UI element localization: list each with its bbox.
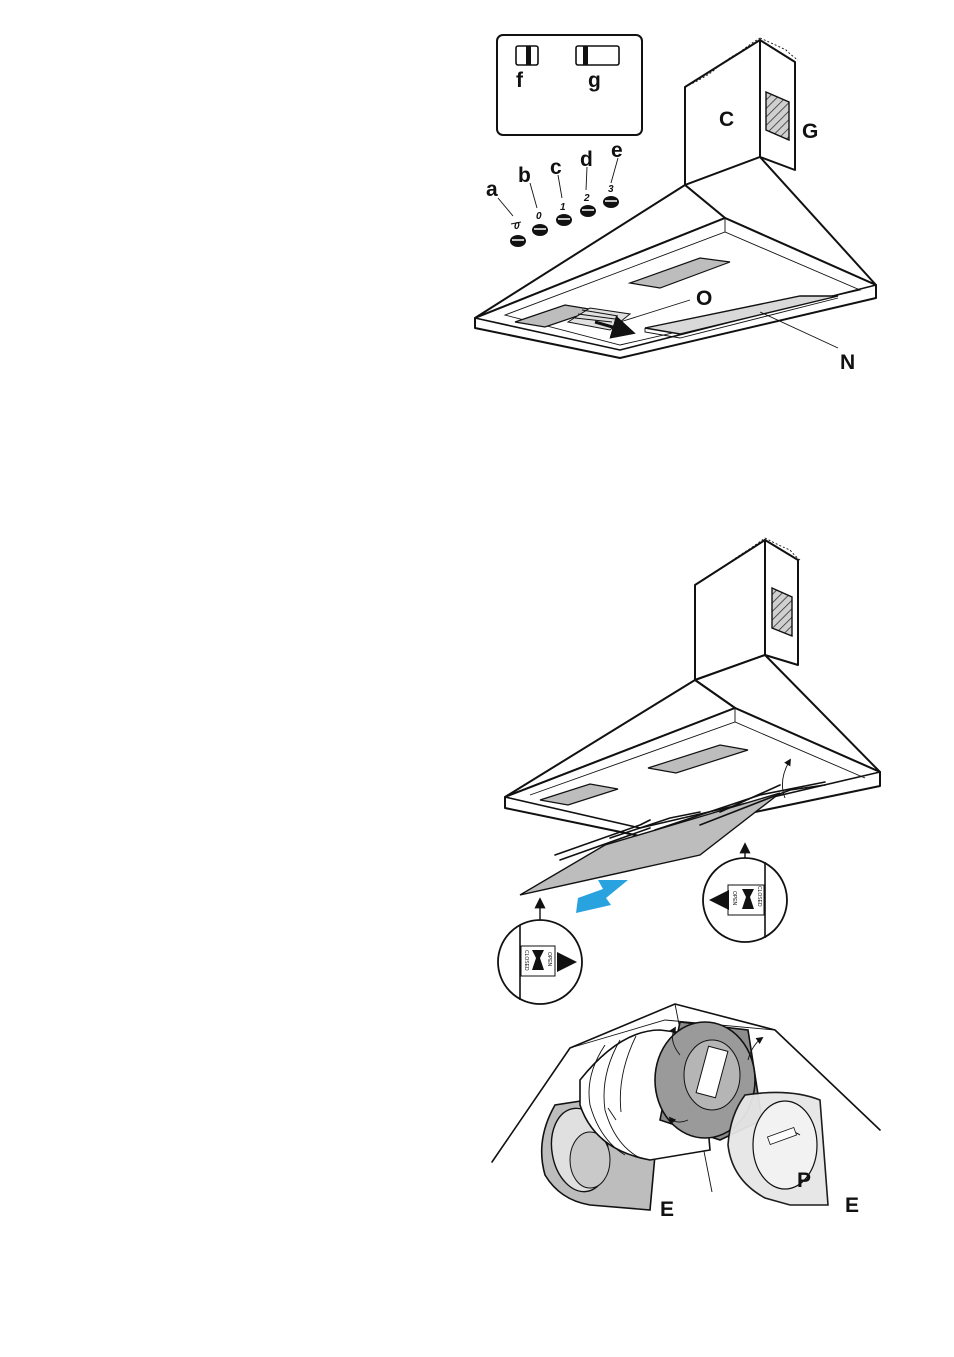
knob-number: 1 (560, 202, 566, 213)
label-C: C (719, 108, 734, 131)
knob-a-icon (510, 235, 526, 247)
label-f: f (516, 69, 524, 92)
label-E-left: E (660, 1198, 674, 1221)
latch-inset-open: OPEN CLOSED (702, 857, 788, 943)
switch-f-icon (515, 45, 539, 66)
knob-e-icon (603, 196, 619, 208)
label-b: b (518, 164, 531, 187)
label-a: a (486, 178, 498, 201)
label-P: P (797, 1169, 811, 1192)
latch-icon (742, 889, 754, 909)
latch-icon (532, 950, 544, 970)
label-e: e (611, 139, 623, 162)
label-N: N (840, 351, 855, 374)
knob-number: 0 (536, 211, 542, 222)
latch-inset-closed: CLOSED OPEN (497, 919, 583, 1005)
chimney-top (684, 37, 799, 186)
drop-arrow-icon (576, 880, 628, 913)
latch-closed-text: CLOSED (756, 886, 762, 907)
latch-open-text: OPEN (546, 952, 552, 967)
knob-number: 0 (514, 221, 520, 232)
control-panel-inset: f g (496, 34, 643, 136)
hood-body-middle (504, 654, 881, 837)
light-panel-icon (627, 257, 731, 289)
grille-g-icon (765, 90, 790, 142)
knob-row: 0 0 1 2 3 (497, 157, 619, 247)
label-d: d (580, 148, 593, 171)
latch-closed-text: CLOSED (523, 950, 529, 971)
light-panel-icon (647, 744, 749, 774)
hood-body-top (474, 156, 877, 359)
filter-n-icon (644, 295, 839, 335)
latch-open-text: OPEN (731, 891, 737, 906)
grease-filter-falling (519, 781, 826, 896)
label-g: g (588, 69, 601, 92)
switch-g-icon (575, 45, 620, 66)
knob-d-icon (580, 205, 596, 217)
label-G: G (802, 120, 818, 143)
label-E-right: E (845, 1194, 859, 1217)
knob-c-icon (556, 214, 572, 226)
label-c: c (550, 156, 562, 179)
chimney-middle (694, 537, 801, 681)
light-panel-icon (539, 783, 619, 806)
knob-number: 3 (608, 184, 614, 195)
label-O: O (696, 287, 712, 310)
carbon-filter-right (727, 1091, 829, 1206)
figure-top-hood: f g C G (474, 34, 877, 374)
knob-number: 2 (583, 193, 590, 204)
grille-icon (771, 586, 793, 638)
knob-b-icon (532, 224, 548, 236)
figure-carbon-filter: P E E (491, 1003, 881, 1221)
figure-filter-removal: CLOSED OPEN OPEN CLOSED (497, 537, 881, 1005)
